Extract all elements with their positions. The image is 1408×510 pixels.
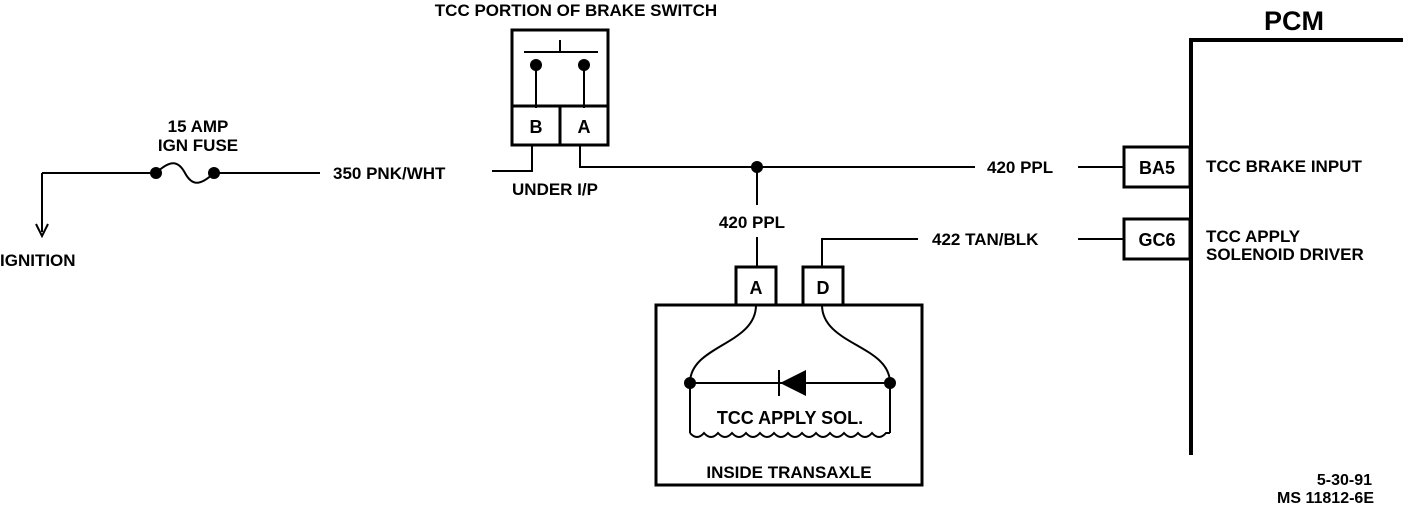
brake-switch: B A [510,28,610,147]
wire-label-420-vertical: 420 PPL [719,213,785,232]
brake-switch-terminal-b: B [530,117,543,137]
pcm-pin-ba5: BA5 [1139,158,1175,178]
wire-350-to-switch [492,145,533,172]
transaxle-box-label: INSIDE TRANSAXLE [706,463,871,482]
transaxle-terminal-d: D [817,278,830,298]
pcm-driver-label-1: TCC APPLY [1206,227,1301,246]
fuse-label-line2: IGN FUSE [158,136,238,155]
pcm-driver-label-2: SOLENOID DRIVER [1206,245,1364,264]
transaxle-terminal-a: A [750,278,763,298]
ignition-feed [35,172,156,239]
diode-icon [780,370,806,396]
wire-label-420-top: 420 PPL [987,158,1053,177]
pcm-brake-input-label: TCC BRAKE INPUT [1206,157,1362,176]
brake-switch-title: TCC PORTION OF BRAKE SWITCH [435,1,717,20]
fuse-symbol [150,162,320,184]
wire-label-350: 350 PNK/WHT [333,164,446,183]
coil-icon [689,431,890,438]
transaxle-connector: A D [734,265,845,307]
brake-switch-terminal-a: A [578,117,591,137]
pcm-block: BA5 GC6 [1122,38,1403,455]
solenoid-circuit [684,304,896,438]
fuse-label-line1: 15 AMP [168,117,229,136]
wire-label-422: 422 TAN/BLK [932,230,1039,249]
wire-420-switch-to-pcm [579,145,975,168]
brake-switch-location: UNDER I/P [512,180,598,199]
ignition-label: IGNITION [0,251,76,270]
pcm-pin-gc6: GC6 [1138,230,1175,250]
footer-code: MS 11812-6E [1277,490,1374,507]
footer-date: 5-30-91 [1317,472,1372,489]
transaxle-box [654,303,924,487]
wire-422 [821,238,918,267]
pcm-title: PCM [1264,6,1324,36]
solenoid-label: TCC APPLY SOL. [717,408,863,428]
